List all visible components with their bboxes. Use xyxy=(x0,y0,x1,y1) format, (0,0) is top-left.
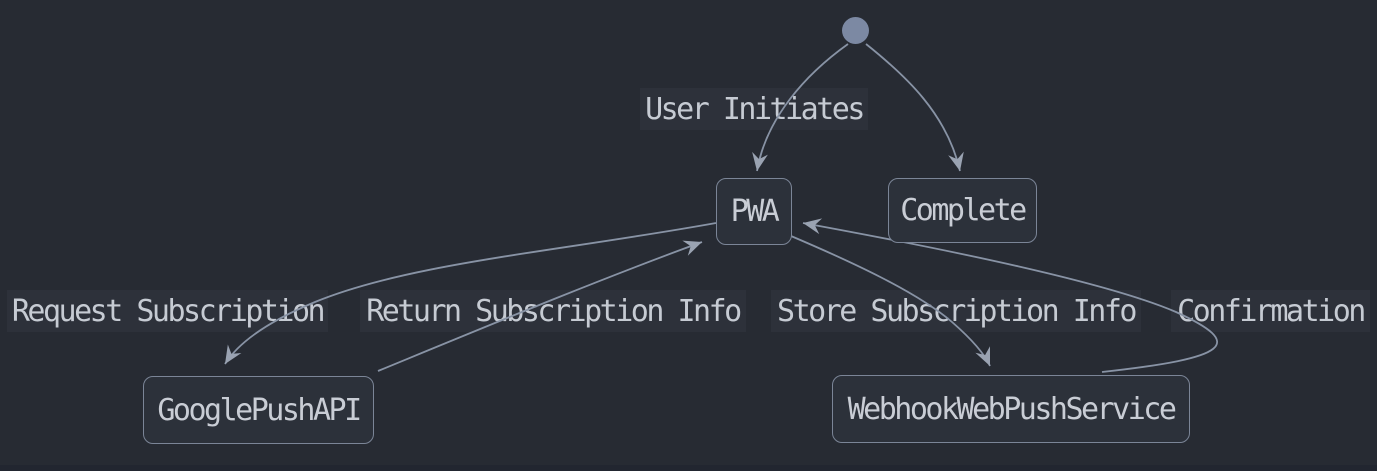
edge-label-return-subscription-info: Return Subscription Info xyxy=(360,290,746,332)
node-complete-label: Complete xyxy=(900,193,1027,228)
bottom-edge-strip xyxy=(0,465,1377,471)
edge-label-user-initiates: User Initiates xyxy=(640,88,868,130)
edge-label-store-subscription-info-text: Store Subscription Info xyxy=(777,293,1137,329)
edge-label-request-subscription-text: Request Subscription xyxy=(11,293,326,329)
edge-label-confirmation-text: Confirmation xyxy=(1177,293,1366,329)
edge-label-store-subscription-info: Store Subscription Info xyxy=(771,290,1141,332)
edge-label-user-initiates-text: User Initiates xyxy=(645,91,865,127)
initial-state-dot xyxy=(842,17,869,44)
node-pwa: PWA xyxy=(716,178,792,245)
edge-start-to-complete xyxy=(865,43,964,172)
node-pwa-label: PWA xyxy=(730,194,780,229)
node-googlepushapi: GooglePushAPI xyxy=(143,376,374,444)
node-complete: Complete xyxy=(888,178,1037,243)
node-googlepushapi-label: GooglePushAPI xyxy=(157,392,362,428)
node-webhookwebpushservice-label: WebhookWebPushService xyxy=(847,391,1177,427)
edge-label-return-subscription-info-text: Return Subscription Info xyxy=(366,293,742,329)
edge-label-confirmation: Confirmation xyxy=(1171,290,1370,332)
node-webhookwebpushservice: WebhookWebPushService xyxy=(832,375,1190,443)
edge-label-request-subscription: Request Subscription xyxy=(7,290,328,332)
